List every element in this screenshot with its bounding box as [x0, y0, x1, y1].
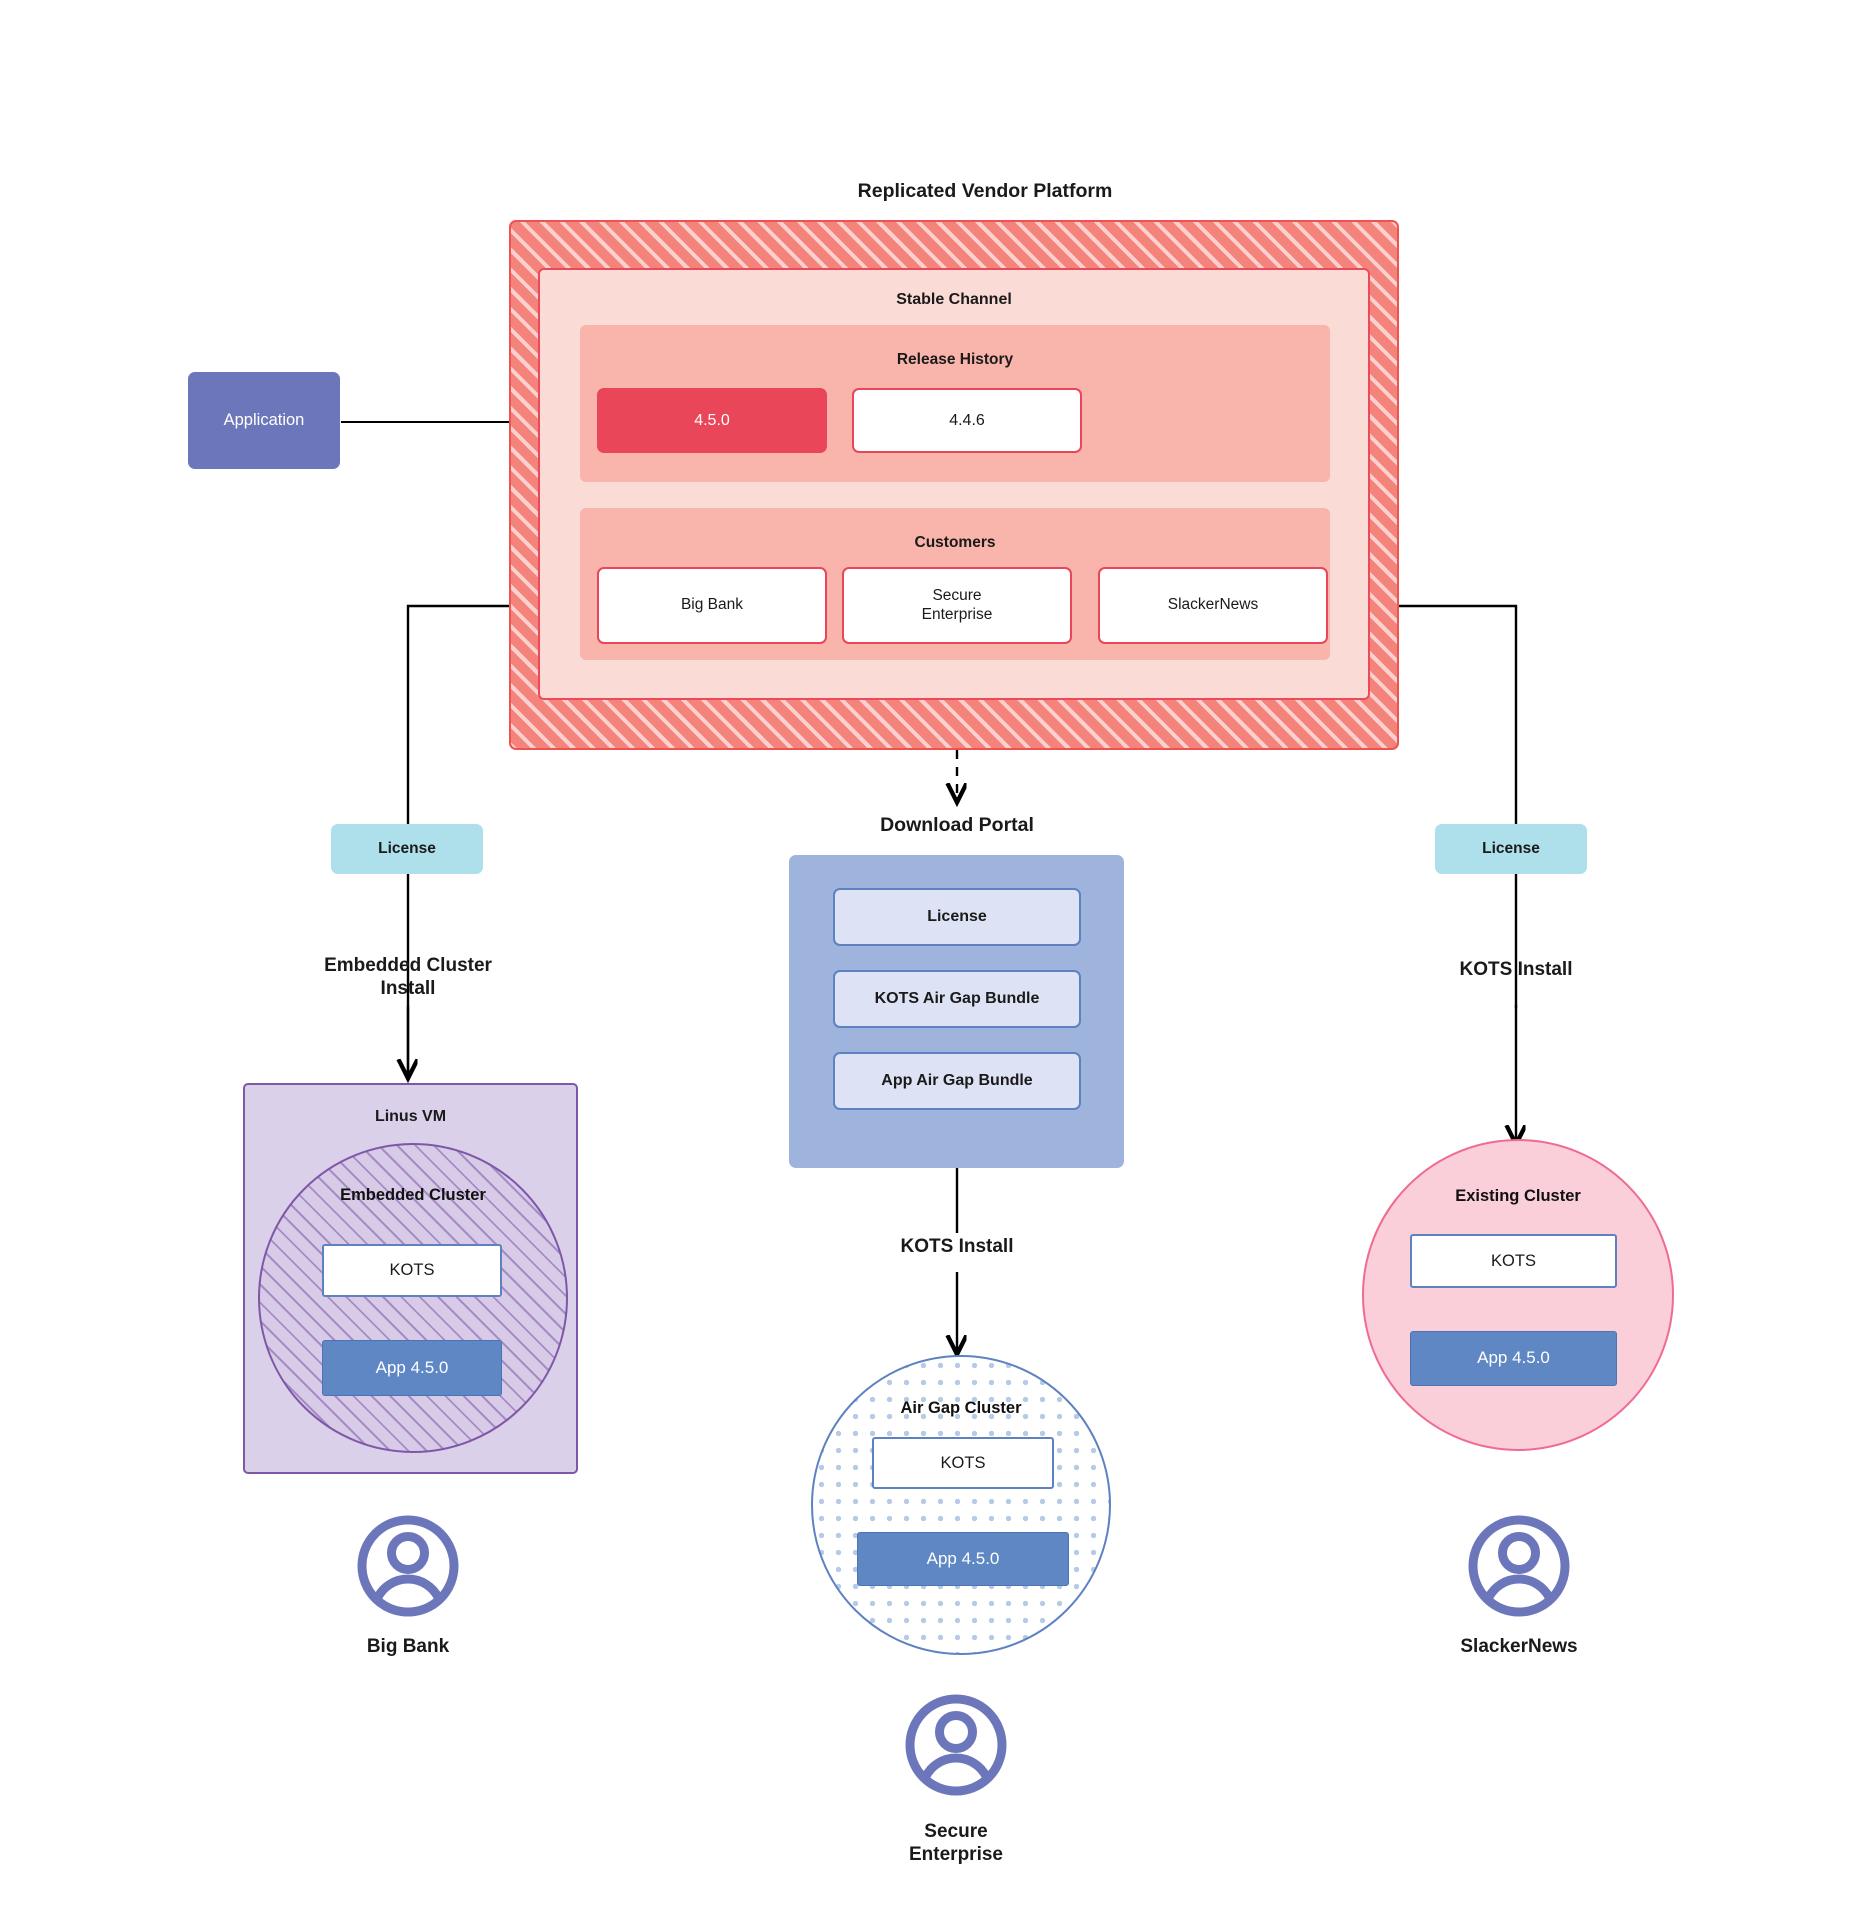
existing-kots-box[interactable]: KOTS	[1410, 1234, 1617, 1288]
release-4-5-0[interactable]: 4.5.0	[597, 388, 827, 453]
vm-app-box[interactable]: App 4.5.0	[322, 1340, 502, 1396]
user-avatar-icon	[1468, 1515, 1570, 1617]
airgap-kots-box[interactable]: KOTS	[872, 1437, 1054, 1489]
flow-label-kots-install-existing: KOTS Install	[1459, 959, 1573, 981]
stable-channel-title: Stable Channel	[896, 291, 1012, 309]
persona-label-big-bank: Big Bank	[366, 1636, 450, 1658]
portal-item-license[interactable]: License	[833, 888, 1081, 946]
embedded-cluster-title: Embedded Cluster	[340, 1185, 486, 1204]
airgap-app-box[interactable]: App 4.5.0	[857, 1532, 1069, 1586]
portal-item-kots-airgap-bundle[interactable]: KOTS Air Gap Bundle	[833, 970, 1081, 1028]
license-chip-left[interactable]: License	[331, 824, 483, 874]
release-history-title: Release History	[896, 350, 1014, 368]
flow-label-embedded-cluster-install: Embedded Cluster Install	[324, 954, 492, 999]
customer-secure-enterprise[interactable]: Secure Enterprise	[842, 567, 1072, 644]
embedded-cluster-circle	[258, 1143, 568, 1453]
existing-cluster-circle	[1362, 1139, 1674, 1451]
customer-big-bank[interactable]: Big Bank	[597, 567, 827, 644]
linux-vm-title: Linus VM	[374, 1108, 447, 1126]
air-gap-cluster-title: Air Gap Cluster	[900, 1398, 1022, 1417]
persona-label-slackernews: SlackerNews	[1460, 1636, 1578, 1658]
flow-label-kots-install-airgap: KOTS Install	[900, 1236, 1014, 1258]
application-node[interactable]: Application	[188, 372, 340, 469]
persona-big-bank	[356, 1514, 460, 1618]
persona-slackernews	[1467, 1514, 1571, 1618]
license-chip-right[interactable]: License	[1435, 824, 1587, 874]
vm-kots-box[interactable]: KOTS	[322, 1244, 502, 1297]
air-gap-cluster-circle	[811, 1355, 1111, 1655]
release-4-4-6[interactable]: 4.4.6	[852, 388, 1082, 453]
user-avatar-icon	[357, 1515, 459, 1617]
customers-title: Customers	[914, 533, 996, 551]
persona-label-secure-enterprise: Secure Enterprise	[909, 1821, 1003, 1866]
download-portal-title: Download Portal	[880, 814, 1034, 837]
existing-cluster-title: Existing Cluster	[1455, 1186, 1581, 1205]
portal-item-app-airgap-bundle[interactable]: App Air Gap Bundle	[833, 1052, 1081, 1110]
user-avatar-icon	[905, 1694, 1007, 1796]
existing-app-box[interactable]: App 4.5.0	[1410, 1331, 1617, 1386]
persona-secure-enterprise	[904, 1693, 1008, 1797]
customer-slackernews[interactable]: SlackerNews	[1098, 567, 1328, 644]
page-title: Replicated Vendor Platform	[857, 180, 1113, 203]
